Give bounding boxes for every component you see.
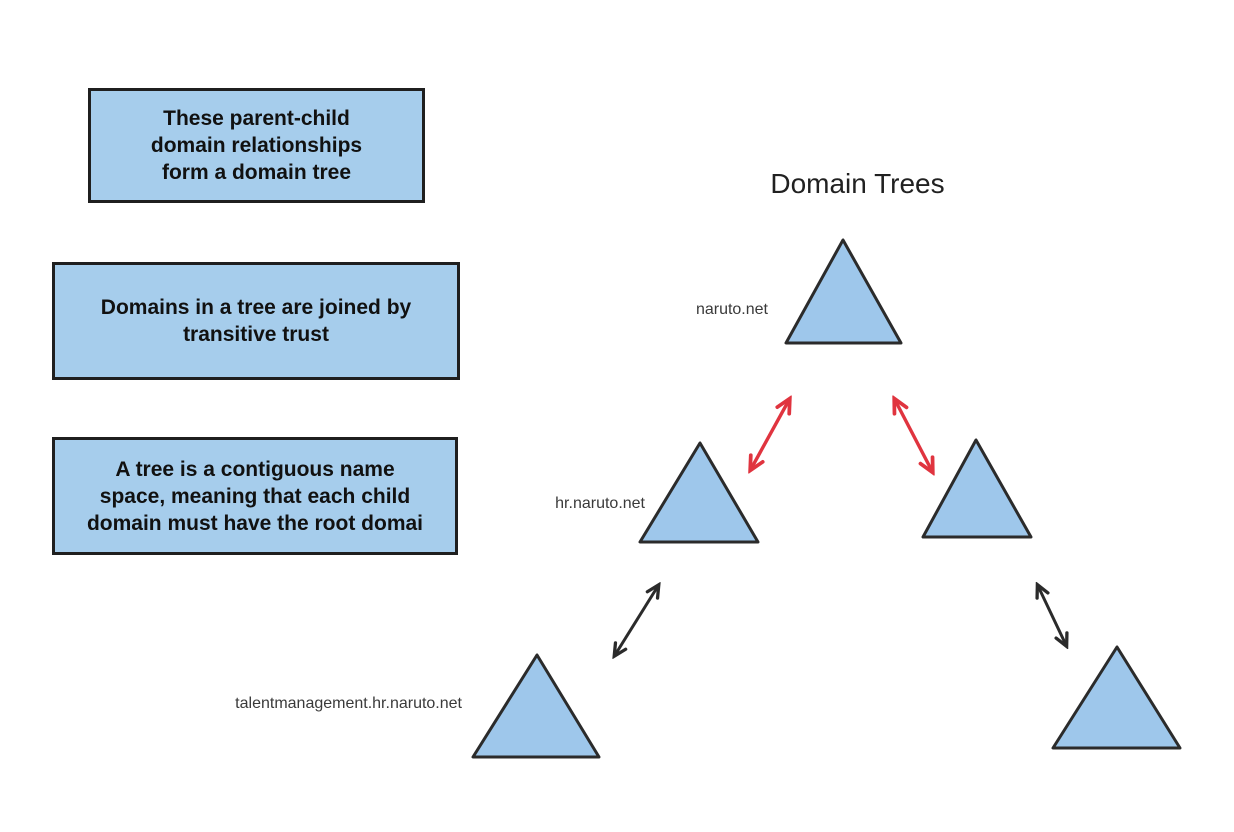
label-grandchild-domain: talentmanagement.hr.naruto.net <box>235 695 462 712</box>
note-transitive-trust: Domains in a tree are joined by transiti… <box>52 262 460 380</box>
triangle-grandchild-domain-left <box>471 653 601 759</box>
triangle-grandchild-domain-right <box>1051 645 1182 750</box>
diagram-title: Domain Trees <box>770 168 945 199</box>
note-line: space, meaning that each child <box>99 484 411 508</box>
note-line: domain must have the root domai <box>86 511 424 535</box>
note-contiguous-namespace: A tree is a contiguous name space, meani… <box>52 437 458 555</box>
triangle-root-domain <box>784 238 903 345</box>
note-line: form a domain tree <box>161 161 352 184</box>
trust-arrow-child-left-icon <box>615 586 658 655</box>
note-line: Domains in a tree are joined by <box>100 296 412 319</box>
triangle-child-domain-left <box>638 441 760 544</box>
triangle-child-domain-right <box>921 438 1033 539</box>
trust-arrow-root-left-icon <box>751 400 789 469</box>
note-line: These parent-child <box>163 107 350 130</box>
trust-arrow-root-right-icon <box>895 400 932 471</box>
note-line: transitive trust <box>183 323 329 346</box>
label-child-domain: hr.naruto.net <box>555 495 645 512</box>
trust-arrow-child-right-icon <box>1038 586 1066 645</box>
label-root-domain: naruto.net <box>695 301 768 318</box>
note-line: domain relationships <box>150 134 363 157</box>
note-parent-child-relationships: These parent-child domain relationships … <box>88 88 425 203</box>
note-line: A tree is a contiguous name <box>115 457 395 481</box>
